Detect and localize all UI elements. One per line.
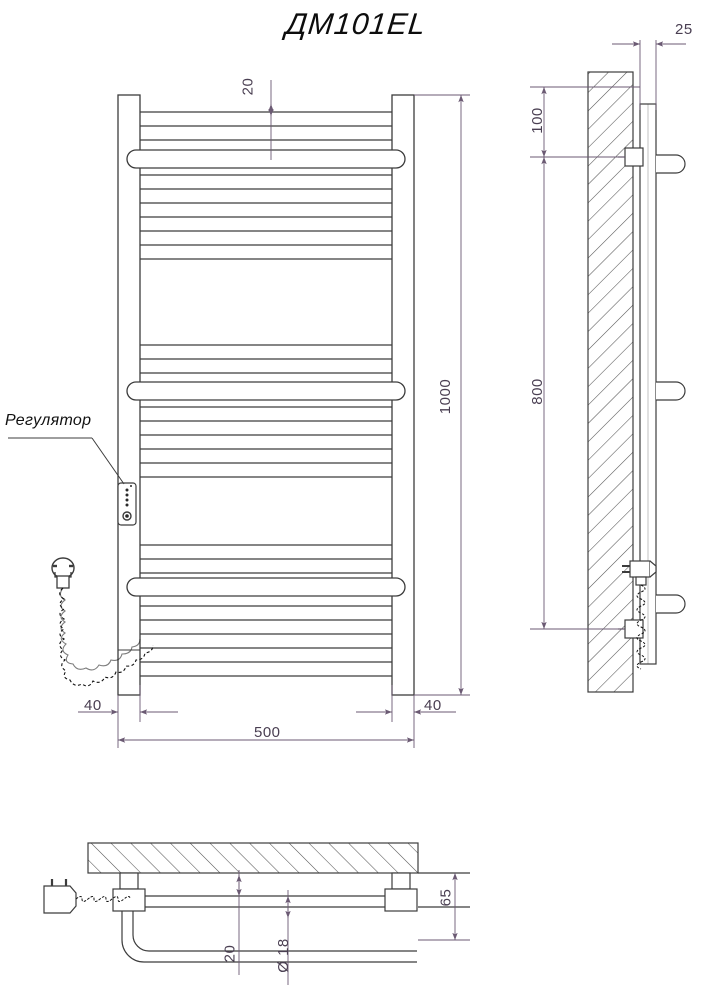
bottom-view-dimensions: [236, 870, 470, 985]
coiled-cord-side: [636, 584, 646, 670]
cord-plan: [75, 896, 131, 902]
bottom-view-group: [43, 842, 470, 963]
u-tube-plan: [121, 895, 417, 963]
plug-plan: [43, 879, 77, 914]
shelf-bar-side-upper: [656, 154, 686, 174]
rung-group-top: [140, 111, 392, 155]
dimension-overall-height: 1000: [437, 378, 455, 415]
rung-group-bottom: [140, 605, 392, 677]
regulator-callout-label: Регулятор: [5, 412, 92, 429]
drawing-title: ДМ101EL: [284, 8, 428, 41]
regulator-control-unit: [117, 482, 137, 526]
rung-group-mid: [140, 344, 392, 388]
shelf-bar-side-lower: [656, 594, 686, 614]
front-view-dimensions: [78, 80, 470, 748]
power-plug: [51, 557, 75, 589]
bracket-left-plan: [112, 872, 146, 912]
shelf-bar-upper: [126, 149, 406, 169]
regulator-leader-line: [8, 437, 125, 485]
dimension-depth-from-wall: 65: [437, 888, 455, 907]
bracket-right-plan: [384, 872, 418, 912]
coiled-power-cord: [59, 587, 154, 687]
rung-group-lower-mid: [140, 406, 392, 478]
dimension-tube-diameter: Ø 18: [274, 938, 292, 973]
dimension-tube-offset: 20: [221, 944, 239, 963]
shelf-bar-middle: [126, 381, 406, 401]
dimension-left-offset: 40: [84, 697, 102, 714]
side-view-dimensions: [530, 40, 686, 630]
rung-group-upper-mid: [140, 174, 392, 260]
wall-section: [587, 71, 634, 693]
dimension-overall-width: 500: [254, 724, 281, 741]
side-view-group: [533, 71, 686, 693]
plug-side-profile: [622, 560, 657, 586]
shelf-bar-lower: [126, 577, 406, 597]
shelf-bar-side-middle: [656, 381, 686, 401]
dimension-bracket-spacing: 800: [528, 378, 546, 405]
front-view-group: [8, 94, 415, 696]
dimension-right-offset: 40: [424, 697, 442, 714]
dimension-rung-pitch: 20: [239, 77, 257, 96]
dimension-wall-projection: 25: [675, 21, 693, 38]
rung-group-lower: [140, 544, 392, 574]
wall-slab-plan: [87, 842, 419, 874]
dimension-top-bracket-height: 100: [528, 107, 546, 134]
